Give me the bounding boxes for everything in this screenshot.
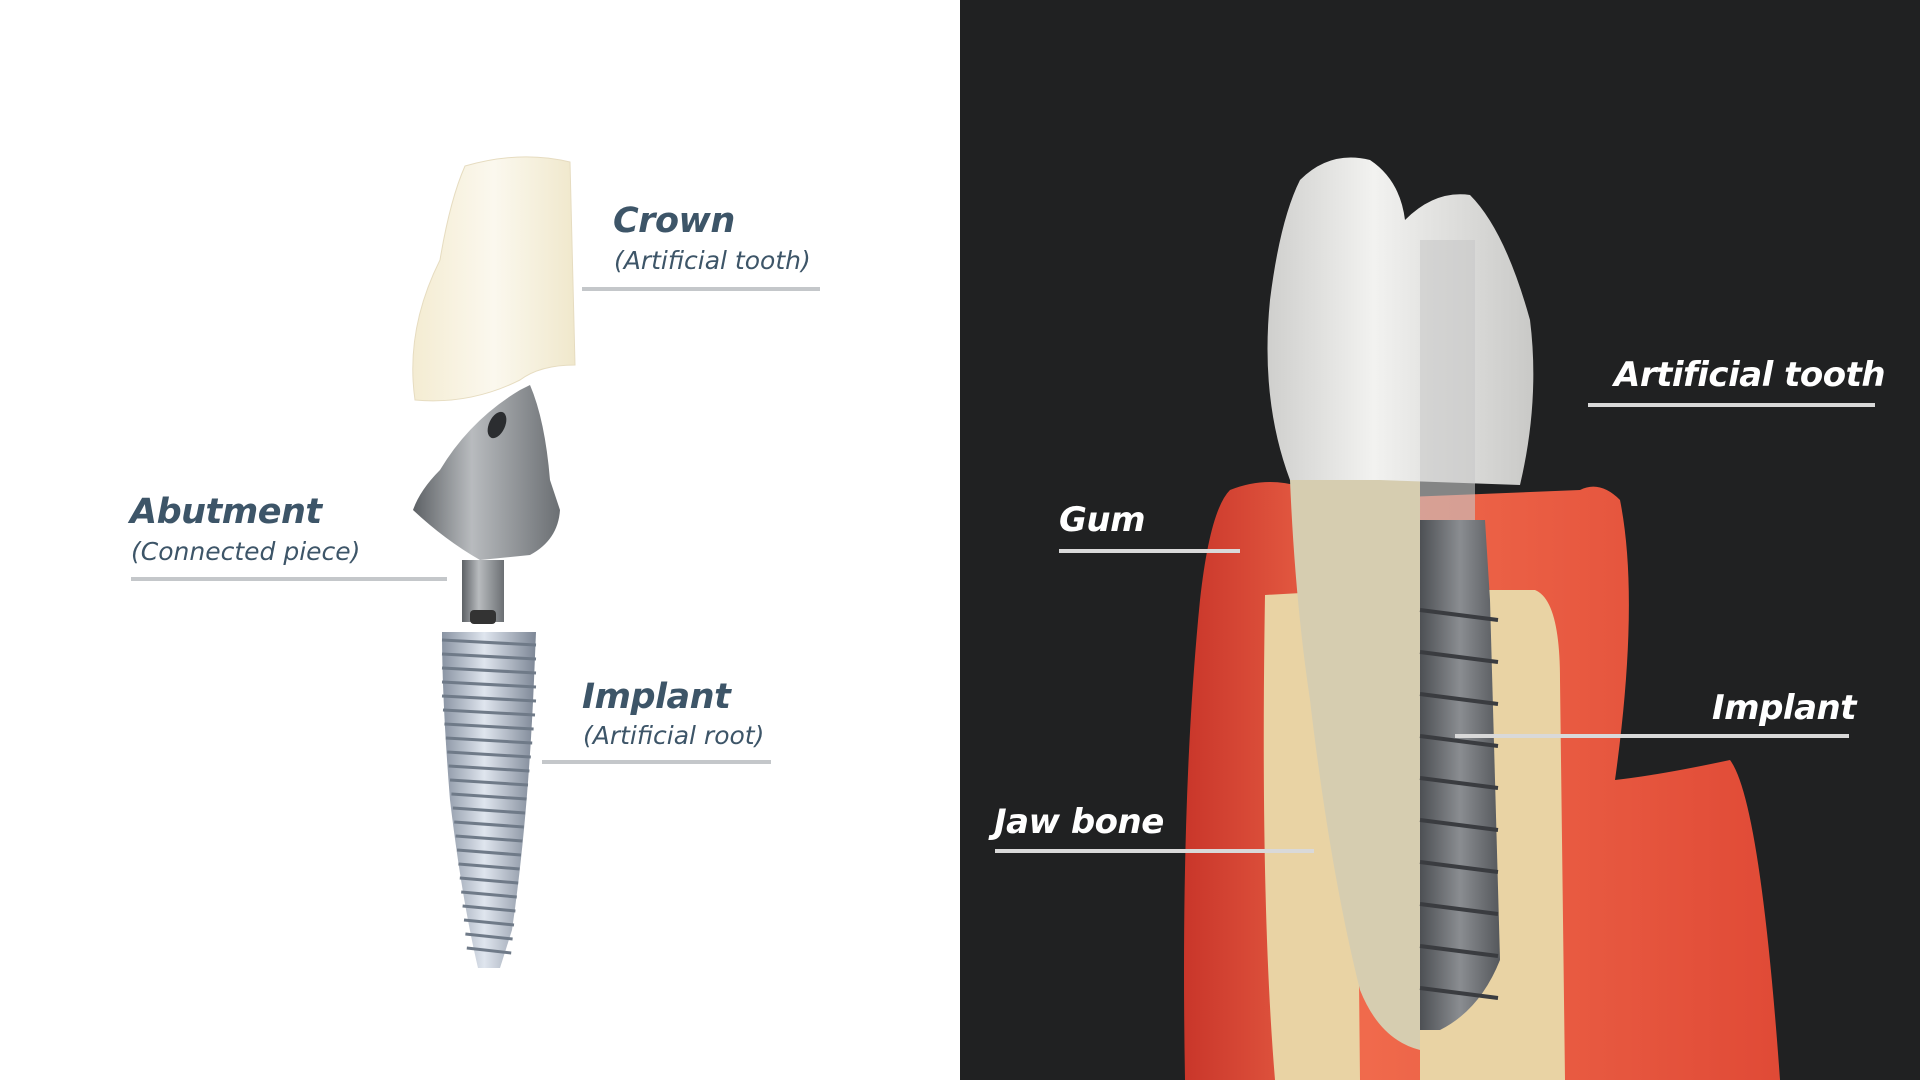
exploded-implant-illustration	[412, 156, 576, 968]
thread-line	[466, 946, 512, 955]
artificial-tooth-leader-line	[1588, 403, 1875, 407]
thread-line	[441, 666, 537, 675]
abutment-shape	[413, 385, 560, 560]
thread-line	[1419, 734, 1499, 748]
thread-line	[441, 638, 537, 647]
abutment-leader-line	[131, 577, 447, 581]
implant-sublabel: (Artificial root)	[583, 721, 765, 750]
thread-line	[1419, 902, 1499, 916]
implant-body	[1420, 520, 1500, 1030]
crown-leader-line	[582, 287, 820, 291]
thread-line	[1419, 818, 1499, 832]
thread-line	[1419, 650, 1499, 664]
exploded-implant-panel: Crown (Artificial tooth) Abutment (Conne…	[130, 156, 820, 968]
gum-label: Gum	[1059, 500, 1146, 540]
implant-label: Implant	[582, 677, 731, 717]
thread-line	[1419, 692, 1499, 706]
thread-line	[444, 722, 534, 731]
jaw-bone-leader-line	[995, 849, 1314, 853]
abutment-label: Abutment	[130, 492, 322, 532]
thread-line	[459, 876, 519, 885]
thread-line	[1419, 608, 1499, 622]
thread-line	[461, 890, 517, 899]
thread-line	[447, 750, 531, 759]
thread-line	[465, 932, 513, 941]
thread-line	[1419, 944, 1499, 958]
gum-leader-line	[1059, 549, 1240, 553]
crown-label: Crown	[613, 201, 735, 241]
implant-label-right: Implant	[1712, 688, 1856, 728]
abutment-sublabel: (Connected piece)	[131, 537, 361, 566]
crown-shape	[412, 156, 576, 402]
thread-line	[463, 918, 515, 927]
thread-line	[441, 652, 537, 661]
implant-leader-line-right	[1455, 734, 1849, 738]
implant-leader-line	[542, 760, 771, 764]
thread-line	[442, 708, 536, 717]
thread-line	[462, 904, 516, 913]
thread-line	[1419, 860, 1499, 874]
thread-line	[1419, 986, 1499, 1000]
cross-section-panel: Artificial tooth Gum Implant Jaw bone	[960, 0, 1920, 1080]
implant-screw	[441, 632, 537, 968]
thread-line	[456, 848, 522, 857]
natural-tooth-root	[1290, 480, 1420, 1050]
thread-line	[1419, 776, 1499, 790]
artificial-tooth-crown	[1267, 157, 1534, 485]
thread-line	[449, 778, 529, 787]
thread-line	[451, 792, 527, 801]
crown-sublabel: (Artificial tooth)	[614, 246, 811, 275]
thread-line	[445, 736, 533, 745]
thread-line	[458, 862, 520, 871]
thread-line	[441, 694, 537, 703]
thread-line	[454, 820, 524, 829]
implant-abutment	[1420, 240, 1475, 520]
thread-line	[448, 764, 530, 773]
jaw-bone-label: Jaw bone	[994, 802, 1164, 842]
thread-line	[441, 680, 537, 689]
thread-line	[455, 834, 523, 843]
cross-section-illustration	[1184, 157, 1780, 1080]
artificial-tooth-label: Artificial tooth	[1614, 355, 1886, 395]
thread-line	[452, 806, 526, 815]
